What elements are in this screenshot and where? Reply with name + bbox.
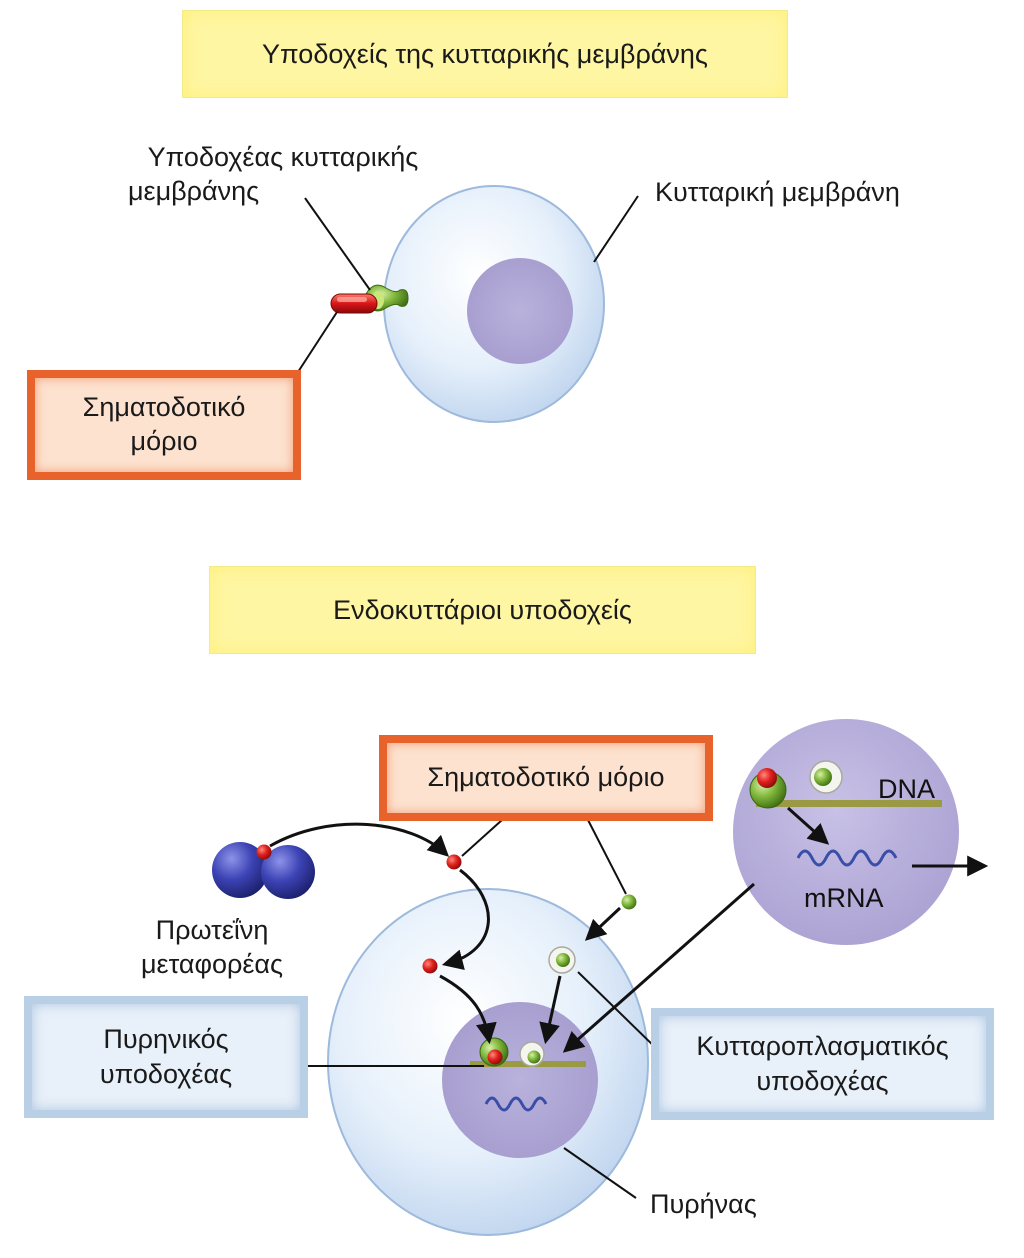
nuclear-receptor-complex-icon	[479, 1037, 509, 1067]
red-ligand-outside-icon	[446, 854, 462, 870]
membrane-receptor-label: Υποδοχέας κυτταρικής μεμβράνης	[128, 142, 419, 206]
signal-molecule-label-2: Σηματοδοτικό μόριο	[387, 743, 705, 813]
membrane-receptors-title: Υποδοχείς της κυτταρικής μεμβράνης	[182, 10, 788, 98]
dna-inset	[733, 719, 959, 945]
green-ligand-icon	[621, 894, 637, 910]
arrow-green-ligand-to-receptor	[584, 906, 622, 941]
mrna-label: mRNA	[804, 883, 884, 913]
arrow-ligand-to-nuclear-receptor	[439, 974, 497, 1045]
cytoplasmic-receptor-complex-icon	[519, 1041, 545, 1067]
mrna-squiggle	[484, 1096, 548, 1112]
cell-nucleus	[467, 258, 573, 364]
arrow-ligand-into-cell	[441, 868, 490, 970]
signal-molecule-box-2: Σηματοδοτικό μόριο	[379, 735, 713, 821]
arrow-cytoplasmic-receptor-to-nucleus	[539, 975, 562, 1045]
intracellular-receptors-title: Ενδοκυττάριοι υποδοχείς	[209, 566, 756, 654]
intracellular-receptors-title-text: Ενδοκυττάριοι υποδοχείς	[333, 594, 632, 625]
membrane-receptors-title-text: Υποδοχείς της κυτταρικής μεμβράνης	[262, 38, 708, 69]
arrow-carrier-to-ligand	[269, 822, 450, 857]
cytoplasmic-receptor-box: Κυτταροπλασματικός υποδοχέας	[651, 1008, 994, 1120]
carrier-protein-label: Πρωτεΐνη μεταφορέας	[140, 915, 284, 979]
cell-membrane-label: Κυτταρική μεμβράνη	[655, 177, 900, 207]
nucleus-label: Πυρήνας	[650, 1189, 757, 1219]
dna-label: DNA	[878, 774, 935, 804]
signal-molecule-box: Σηματοδοτικό μόριο	[27, 370, 301, 480]
red-ligand-inside-icon	[422, 958, 438, 974]
arrow-inset-pointer	[562, 882, 755, 1053]
cytoplasm-receptor-icon	[548, 946, 576, 974]
nuclear-receptor-box: Πυρηνικός υποδοχέας	[24, 996, 308, 1118]
carrier-protein-icon	[212, 842, 315, 899]
signal-molecule-capsule-icon	[330, 293, 378, 314]
nucleus	[442, 1002, 598, 1158]
arrow-transcription	[786, 806, 830, 845]
